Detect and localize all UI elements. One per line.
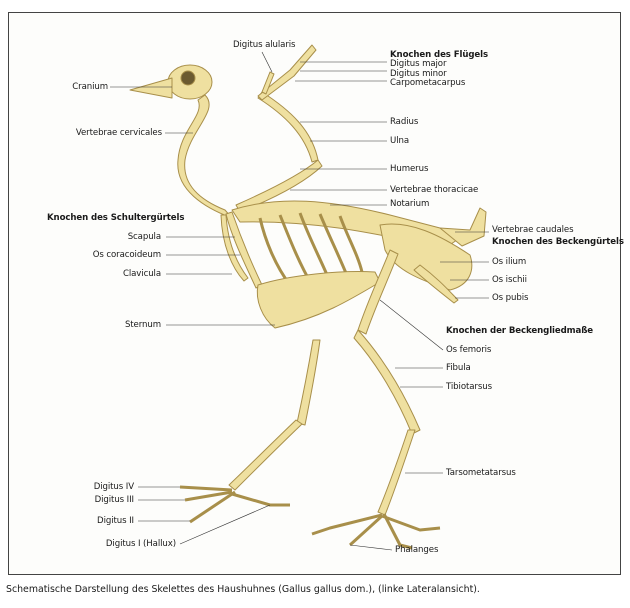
label-os-ischii: Os ischii	[492, 275, 527, 285]
neck-vertebrae-shape	[177, 94, 233, 219]
label-digitus-alularis: Digitus alularis	[233, 40, 296, 50]
label-tarsometatarsus: Tarsometatarsus	[446, 468, 516, 478]
clavicula-shape	[220, 214, 249, 282]
label-sternum: Sternum	[124, 320, 161, 330]
toes-shape	[179, 485, 441, 550]
label-notarium: Notarium	[390, 199, 430, 209]
sternum-shape	[256, 271, 381, 329]
carpometacarpus-shape	[257, 44, 317, 101]
label-os-femoris: Os femoris	[446, 345, 492, 355]
label-tibiotarsus: Tibiotarsus	[446, 382, 492, 392]
pubis-shape	[413, 264, 459, 304]
label-humerus: Humerus	[390, 164, 429, 174]
leader-lines	[110, 51, 489, 551]
label-carpometacarpus: Carpometacarpus	[390, 78, 466, 88]
tarsometatarsus-shape	[377, 429, 416, 516]
tarsometatarsus-left-shape	[228, 419, 303, 491]
figure-caption: Schematische Darstellung des Skelettes d…	[6, 584, 480, 595]
label-vertebrae-thoracicae: Vertebrae thoracicae	[390, 185, 479, 195]
label-ulna: Ulna	[390, 136, 409, 146]
ulna-radius-shape	[257, 91, 319, 163]
heading-pelvic-girdle: Knochen des Beckengürtels	[492, 237, 624, 247]
label-os-coracoideum: Os coracoideum	[92, 250, 161, 260]
alula-shape	[261, 71, 275, 95]
label-os-pubis: Os pubis	[492, 293, 529, 303]
label-digitus-iv: Digitus IV	[93, 482, 134, 492]
femur-shape	[357, 249, 399, 335]
heading-wing-bones: Knochen des Flügels	[390, 50, 488, 60]
heading-shoulder-girdle: Knochen des Schultergürtels	[47, 213, 185, 223]
label-digitus-ii: Digitus II	[97, 516, 134, 526]
pelvis-shape	[379, 223, 473, 291]
label-digitus-iii: Digitus III	[94, 495, 134, 505]
skull-shape	[129, 64, 213, 100]
label-clavicula: Clavicula	[122, 269, 161, 279]
humerus-shape	[235, 159, 323, 213]
tail-shape	[439, 207, 487, 247]
label-digitus-minor: Digitus minor	[390, 69, 447, 79]
label-cranium: Cranium	[72, 82, 108, 92]
label-vertebrae-caudales: Vertebrae caudales	[492, 225, 574, 235]
label-scapula: Scapula	[127, 232, 161, 242]
label-vertebrae-cervicales: Vertebrae cervicales	[75, 128, 162, 138]
tibiotarsus-shape	[353, 329, 421, 435]
label-digitus-major: Digitus major	[390, 59, 447, 69]
label-fibula: Fibula	[446, 363, 471, 373]
label-digitus-i-hallux: Digitus I (Hallux)	[105, 539, 176, 549]
label-radius: Radius	[390, 117, 419, 127]
label-phalanges: Phalanges	[395, 545, 439, 555]
coracoid-shape	[225, 211, 263, 289]
label-os-ilium: Os ilium	[492, 257, 527, 267]
heading-hindlimb-bones: Knochen der Beckengliedmaße	[446, 326, 594, 336]
tibiotarsus-left-shape	[296, 339, 321, 426]
